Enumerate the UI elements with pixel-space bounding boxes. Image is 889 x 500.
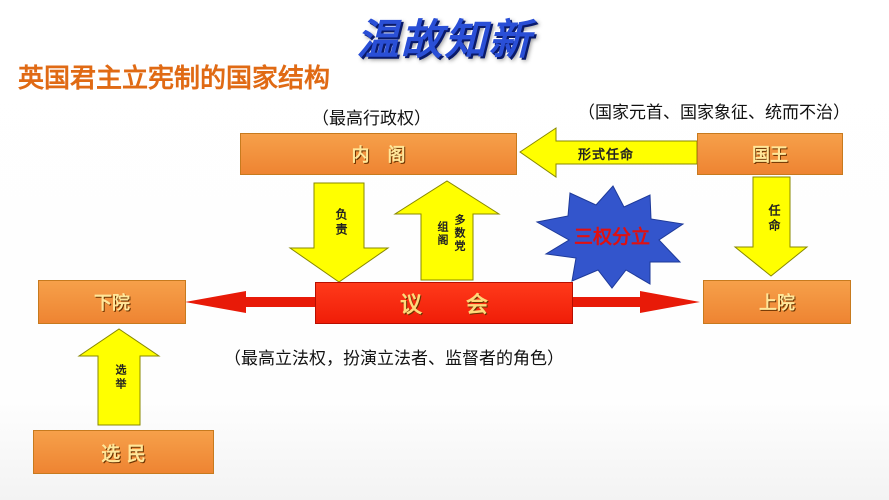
parliament-note: （最高立法权，扮演立法者、监督者的角色） [224,349,564,369]
parliament-box: 议 会 [315,282,573,324]
arrow-parliament-to-cabinet [393,180,501,281]
burst-label: 三权分立 [573,226,650,248]
lower-house-box: 下院 [38,280,186,324]
king-box: 国王 [697,133,843,175]
arrow-king-to-upper [733,176,809,277]
diagram-subtitle: 英国君主立宪制的国家结构 [18,64,331,94]
label-form-cabinet: 组阁 [436,221,449,247]
upper-house-box: 上院 [703,280,851,324]
page-title: 温故知新 [356,15,533,64]
arrow-cabinet-to-parliament [288,182,390,283]
cabinet-note: （最高行政权） [312,109,431,129]
arrow-voters-to-lower [77,328,161,426]
label-king-to-cabinet: 形式任命 [578,148,635,163]
label-majority-party: 多数党 [453,214,466,253]
label-voters-to-lower: 选举 [114,364,127,392]
label-king-to-upper: 任命 [767,204,781,234]
arrow-parliament-to-lower [185,291,315,313]
burst-shape [535,185,685,289]
king-note: （国家元首、国家象征、统而不治） [578,103,850,123]
label-cabinet-to-parliament: 负责 [334,208,348,238]
arrow-parliament-to-upper [571,291,700,313]
cabinet-box: 内 阁 [240,133,517,175]
voters-box: 选 民 [33,430,214,474]
